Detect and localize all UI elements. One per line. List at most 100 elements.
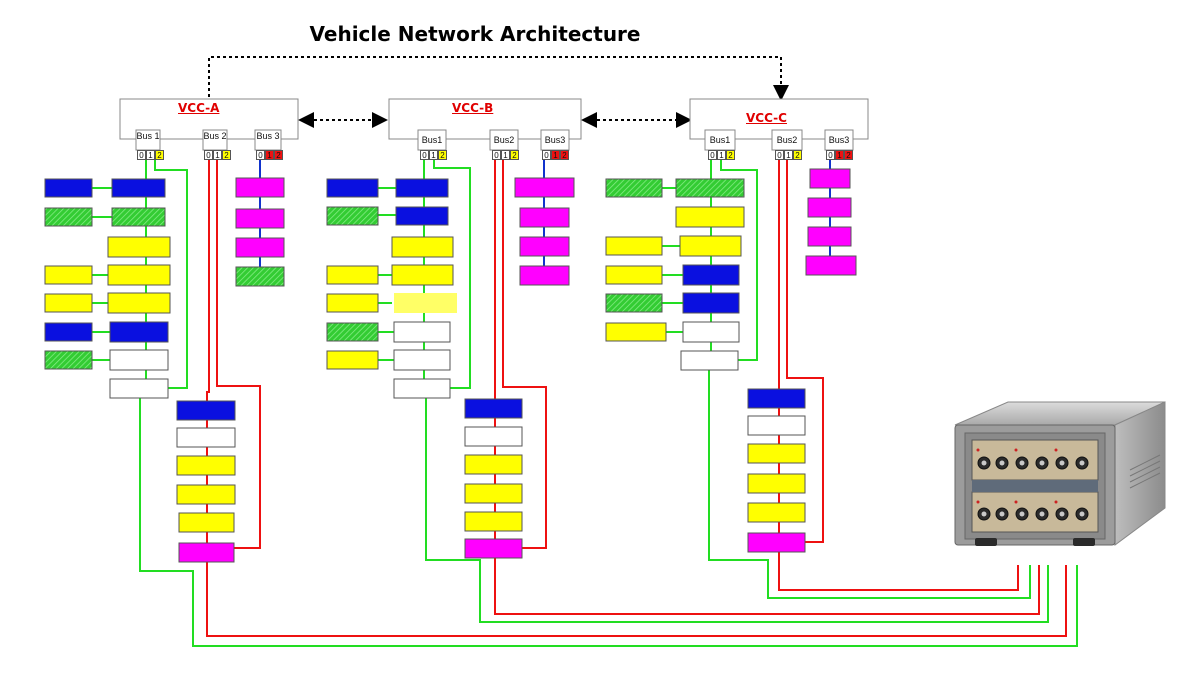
ecu-box bbox=[679, 235, 742, 257]
controller-boxes bbox=[119, 98, 869, 151]
ecu-box bbox=[111, 178, 166, 198]
ecu-box bbox=[176, 455, 236, 476]
ecu-box bbox=[391, 264, 454, 286]
port-a3-2: 2 bbox=[274, 150, 283, 160]
ecu-box bbox=[176, 427, 236, 448]
port-a2-1: 1 bbox=[213, 150, 222, 160]
bus-label-c2: Bus2 bbox=[776, 135, 798, 145]
port-b2-0: 0 bbox=[492, 150, 501, 160]
ecu-box bbox=[107, 292, 171, 314]
ecu-box bbox=[605, 293, 663, 313]
port-b1-1: 1 bbox=[429, 150, 438, 160]
controller-label-c: VCC-C bbox=[746, 111, 787, 125]
ecu-box bbox=[235, 177, 285, 198]
ecu-box bbox=[807, 197, 852, 218]
ecu-box bbox=[395, 178, 449, 198]
ecu-box bbox=[519, 236, 570, 257]
ecu-box bbox=[675, 206, 745, 228]
vcc-c-bus2-wires bbox=[778, 159, 1019, 591]
vcc-b-bus2-wires bbox=[494, 159, 1040, 615]
ecu-box bbox=[605, 178, 663, 198]
port-a3-0: 0 bbox=[256, 150, 265, 160]
port-c3-2: 2 bbox=[844, 150, 853, 160]
ecu-box bbox=[107, 264, 171, 286]
ecu-box bbox=[680, 350, 739, 371]
port-c1-2: 2 bbox=[726, 150, 735, 160]
port-c1-1: 1 bbox=[717, 150, 726, 160]
bus-label-a2: Bus 2 bbox=[203, 131, 227, 141]
ecu-box bbox=[809, 168, 851, 189]
bus-label-a3: Bus 3 bbox=[256, 131, 280, 141]
ecu-box bbox=[464, 511, 523, 532]
ecu-box bbox=[807, 226, 852, 247]
port-c1-0: 0 bbox=[708, 150, 717, 160]
ecu-box bbox=[747, 388, 806, 409]
ecu-box bbox=[464, 454, 523, 475]
bus-label-b1: Bus1 bbox=[421, 135, 443, 145]
bus-label-b3: Bus3 bbox=[544, 135, 566, 145]
ecu-boxes bbox=[44, 168, 857, 563]
ecu-box bbox=[393, 349, 451, 371]
ecu-box bbox=[394, 293, 457, 313]
vcc-a-bus2-wires bbox=[206, 159, 1067, 637]
port-a2-0: 0 bbox=[204, 150, 213, 160]
port-c3-0: 0 bbox=[826, 150, 835, 160]
controller-label-b: VCC-B bbox=[452, 101, 494, 115]
ecu-box bbox=[675, 178, 745, 198]
ecu-box bbox=[44, 293, 93, 313]
ecu-box bbox=[109, 378, 169, 399]
ecu-box bbox=[178, 512, 235, 533]
ecu-box bbox=[326, 350, 379, 370]
port-b2-1: 1 bbox=[501, 150, 510, 160]
ecu-box bbox=[605, 236, 663, 256]
ecu-box bbox=[111, 207, 166, 227]
ecu-box bbox=[393, 378, 451, 399]
ecu-box bbox=[464, 426, 523, 447]
ecu-box bbox=[176, 484, 236, 505]
ecu-box bbox=[682, 264, 740, 286]
ecu-box bbox=[747, 473, 806, 494]
ecu-box bbox=[605, 322, 667, 342]
ecu-box bbox=[747, 532, 806, 553]
ecu-box bbox=[107, 236, 171, 258]
ecu-box bbox=[519, 265, 570, 286]
ecu-box bbox=[747, 502, 806, 523]
ecu-box bbox=[44, 265, 93, 285]
ecu-box bbox=[326, 206, 379, 226]
controller-label-a: VCC-A bbox=[178, 101, 220, 115]
ecu-box bbox=[44, 178, 93, 198]
port-a1-0: 0 bbox=[137, 150, 146, 160]
ecu-box bbox=[605, 265, 663, 285]
bus-label-c1: Bus1 bbox=[709, 135, 731, 145]
ecu-box bbox=[464, 483, 523, 504]
port-b2-2: 2 bbox=[510, 150, 519, 160]
port-b1-2: 2 bbox=[438, 150, 447, 160]
ecu-box bbox=[391, 236, 454, 258]
port-c2-1: 1 bbox=[784, 150, 793, 160]
port-b1-0: 0 bbox=[420, 150, 429, 160]
link-a-c bbox=[208, 56, 789, 101]
ecu-box bbox=[464, 538, 523, 559]
ecu-box bbox=[326, 293, 379, 313]
port-c2-0: 0 bbox=[775, 150, 784, 160]
ecu-box bbox=[326, 265, 379, 285]
port-a3-1: 1 bbox=[265, 150, 274, 160]
controller-links bbox=[208, 56, 789, 128]
ecu-box bbox=[44, 207, 93, 227]
ecu-box bbox=[682, 292, 740, 314]
port-a2-2: 2 bbox=[222, 150, 231, 160]
ecu-box bbox=[514, 177, 575, 198]
port-a1-1: 1 bbox=[146, 150, 155, 160]
ecu-box bbox=[178, 542, 235, 563]
port-b3-0: 0 bbox=[542, 150, 551, 160]
ecu-box bbox=[235, 237, 285, 258]
ecu-box bbox=[393, 321, 451, 343]
vcc-a-bus1-wires bbox=[92, 159, 1078, 647]
ecu-box bbox=[682, 321, 740, 343]
ecu-box bbox=[326, 322, 379, 342]
ecu-box bbox=[176, 400, 236, 421]
ecu-box bbox=[44, 350, 93, 370]
ecu-box bbox=[235, 208, 285, 229]
ecu-box bbox=[805, 255, 857, 276]
